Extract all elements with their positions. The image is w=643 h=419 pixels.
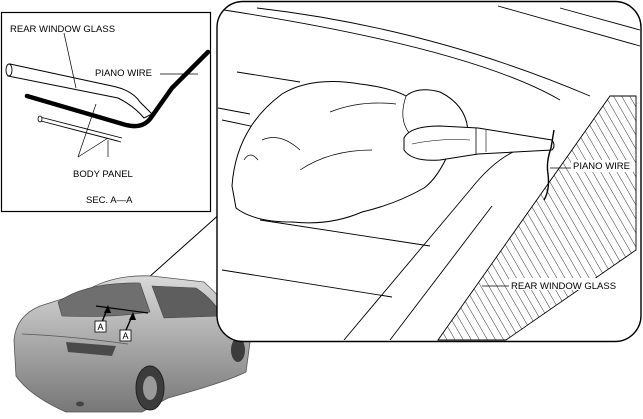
piano-wire-detail-label: PIANO WIRE bbox=[573, 161, 630, 172]
hand-crease-5 bbox=[402, 95, 411, 135]
roof-line-2 bbox=[223, 9, 561, 101]
rear-window-glass-detail-label-bg bbox=[509, 278, 629, 290]
interior-line-4 bbox=[259, 219, 431, 247]
section-marker-box-1 bbox=[94, 320, 107, 333]
piano-wire-section bbox=[24, 49, 211, 129]
roof-line-1 bbox=[256, 7, 591, 97]
interior-line-1 bbox=[236, 71, 301, 83]
roof-line-4 bbox=[559, 7, 641, 31]
car-exhaust bbox=[76, 401, 84, 407]
section-label: SEC. A—A bbox=[86, 195, 133, 206]
piano-wire-label: PIANO WIRE bbox=[95, 68, 152, 79]
body-panel-label: BODY PANEL bbox=[73, 169, 133, 180]
hand-crease-4 bbox=[329, 102, 397, 113]
section-marker-1: A bbox=[98, 322, 104, 332]
piano-wire-detail-label-bg bbox=[571, 160, 633, 172]
glass-edge-cut bbox=[5, 63, 13, 77]
hand-crease-1 bbox=[261, 137, 301, 151]
rear-window-glass-label: REAR WINDOW GLASS bbox=[10, 24, 115, 35]
interior-line-5 bbox=[221, 269, 393, 298]
car-trunk-line bbox=[21, 333, 129, 345]
body-panel-leader-2 bbox=[77, 137, 109, 158]
handle-detail-3 bbox=[411, 139, 471, 145]
section-cut-line bbox=[95, 305, 149, 314]
detail-view: PIANO WIRE REAR WINDOW GLASS bbox=[216, 0, 642, 343]
car-rear-rim bbox=[143, 376, 157, 400]
body-panel-cut bbox=[37, 115, 43, 123]
hand-crease-2 bbox=[299, 149, 373, 171]
rear-window-glass-detail-label: REAR WINDOW GLASS bbox=[511, 281, 616, 292]
rear-window-glass-leader bbox=[63, 32, 77, 89]
car-rear-glass bbox=[57, 282, 151, 317]
rear-window-glass-section bbox=[7, 63, 153, 119]
section-detail-frame bbox=[0, 11, 212, 213]
body-edge-line-2 bbox=[389, 205, 493, 341]
body-panel-leader-1 bbox=[77, 103, 97, 158]
wire-handle bbox=[403, 125, 555, 161]
car-illustration: A A bbox=[13, 275, 251, 413]
section-arrowhead-2 bbox=[129, 312, 136, 320]
section-detail-box: REAR WINDOW GLASS PIANO WIRE BODY PANEL … bbox=[0, 11, 212, 213]
car-front-wheel bbox=[231, 338, 245, 362]
section-marker-2: A bbox=[123, 331, 129, 341]
hand-crease-3 bbox=[243, 154, 259, 161]
car-tail-lamp bbox=[66, 342, 116, 356]
roof-line-3 bbox=[497, 5, 641, 47]
section-arrowhead-1 bbox=[104, 305, 111, 313]
interior-line-2 bbox=[217, 107, 251, 115]
gloved-hand bbox=[231, 81, 469, 224]
section-marker-box-2 bbox=[119, 329, 132, 342]
